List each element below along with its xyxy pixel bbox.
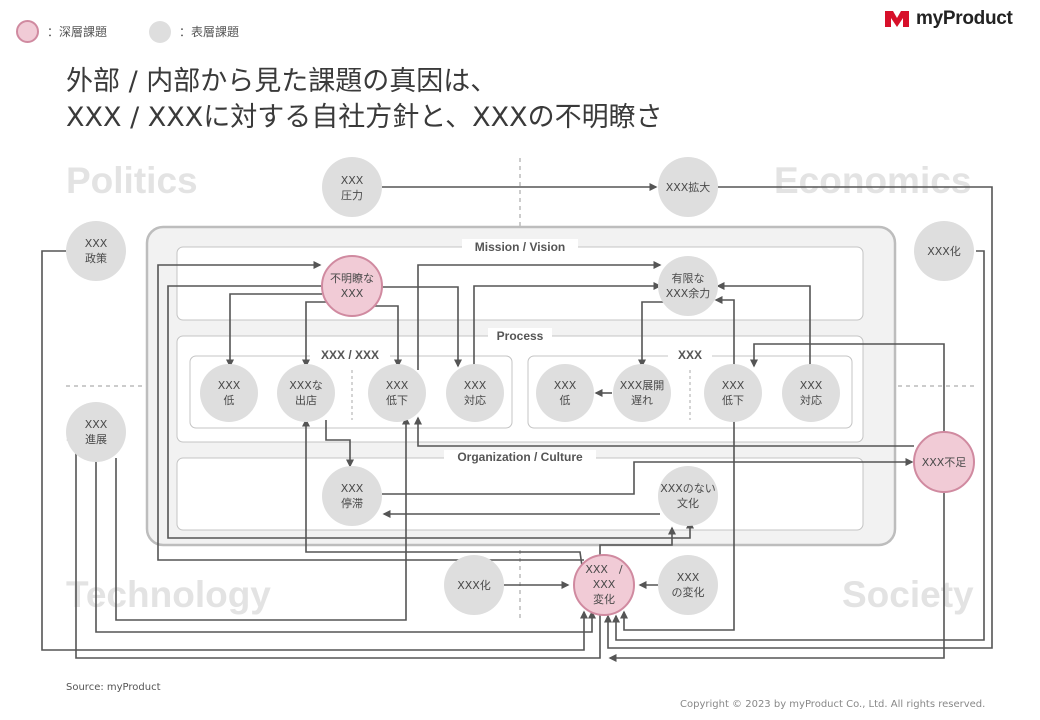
quadrant-politics: Politics — [66, 160, 198, 201]
node-low-1-line2: 低 — [224, 394, 235, 407]
node-change-center-line2: XXX — [593, 578, 616, 591]
node-respond-1-line2: 対応 — [464, 393, 486, 407]
node-ka-bottom-line1: XXX化 — [457, 578, 491, 592]
node-progress: XXX 進展 — [66, 402, 126, 462]
node-respond-2-line2: 対応 — [800, 393, 822, 407]
node-policy-line2: 政策 — [85, 251, 107, 265]
node-respond-2-line1: XXX — [800, 379, 823, 392]
node-delay-line2: 遅れ — [631, 394, 653, 407]
process-right-label: XXX — [678, 348, 702, 362]
node-expand-line1: XXX拡大 — [666, 180, 711, 194]
node-store: XXXな 出店 — [277, 364, 335, 422]
node-decline-1-line1: XXX — [386, 379, 409, 392]
node-pressure-line1: XXX — [341, 174, 364, 187]
node-change-center-line3: 変化 — [593, 592, 615, 606]
legend-deep-marker — [16, 20, 39, 43]
node-expand: XXX拡大 — [658, 157, 718, 217]
legend: ：深層課題 ：表層課題 — [16, 20, 239, 43]
legend-surface-marker — [149, 20, 172, 43]
node-decline-2-line1: XXX — [722, 379, 745, 392]
node-respond-1-line1: XXX — [464, 379, 487, 392]
node-no-culture: XXXのない 文化 — [658, 466, 718, 526]
node-delay-line1: XXX展開 — [620, 379, 665, 392]
mission-box-label: Mission / Vision — [475, 240, 565, 254]
node-stagnation: XXX 停滞 — [322, 466, 382, 526]
node-change-right-line1: XXX — [677, 571, 700, 584]
node-respond-1: XXX 対応 — [446, 364, 504, 422]
node-decline-1: XXX 低下 — [368, 364, 426, 422]
node-policy: XXX 政策 — [66, 221, 126, 281]
node-no-culture-line2: 文化 — [677, 496, 699, 510]
logo: myProduct — [884, 8, 1013, 30]
node-change-right-line2: の変化 — [672, 585, 705, 599]
node-limited-line2: XXX余力 — [666, 286, 711, 300]
node-change-center: XXX / XXX 変化 — [573, 554, 635, 616]
source-note: Source: myProduct — [66, 682, 161, 693]
culture-box-label: Organization / Culture — [457, 450, 583, 464]
node-stagnation-line1: XXX — [341, 482, 364, 495]
node-store-line1: XXXな — [289, 379, 323, 392]
node-unclear-line2: XXX — [341, 287, 364, 300]
node-unclear: 不明瞭な XXX — [321, 255, 383, 317]
process-box-label: Process — [497, 329, 544, 343]
title-line-1: 外部 / 内部から見た課題の真因は、 — [66, 66, 498, 97]
node-progress-line2: 進展 — [85, 433, 107, 446]
logo-mark-icon — [885, 11, 909, 27]
legend-surface-label: ：表層課題 — [179, 25, 240, 39]
legend-deep-label: ：深層課題 — [47, 25, 108, 39]
node-ka-right-line1: XXX化 — [927, 244, 961, 258]
node-pressure: XXX 圧力 — [322, 157, 382, 217]
node-decline-2: XXX 低下 — [704, 364, 762, 422]
node-store-line2: 出店 — [295, 393, 317, 407]
node-pressure-line2: 圧力 — [341, 189, 363, 202]
quadrant-economics: Economics — [774, 160, 972, 201]
node-limited: 有限な XXX余力 — [658, 256, 718, 316]
node-low-2-line1: XXX — [554, 379, 577, 392]
node-decline-1-line2: 低下 — [386, 394, 408, 407]
node-delay: XXX展開 遅れ — [613, 364, 671, 422]
copyright: Copyright © 2023 by myProduct Co., Ltd. … — [680, 699, 986, 710]
process-left-label: XXX / XXX — [321, 348, 379, 362]
node-change-center-line1: XXX / — [585, 563, 623, 576]
quadrant-technology: Technology — [66, 574, 271, 615]
title-line-2: XXX / XXXに対する自社方針と、XXXの不明瞭さ — [66, 102, 663, 133]
node-respond-2: XXX 対応 — [782, 364, 840, 422]
node-ka-bottom: XXX化 — [444, 555, 504, 615]
page-title: 外部 / 内部から見た課題の真因は、 XXX / XXXに対する自社方針と、XX… — [66, 64, 663, 136]
quadrant-society: Society — [842, 574, 974, 615]
mission-box — [176, 246, 864, 321]
node-low-1: XXX 低 — [200, 364, 258, 422]
node-decline-2-line2: 低下 — [722, 394, 744, 407]
node-ka-right: XXX化 — [914, 221, 974, 281]
node-no-culture-line1: XXXのない — [660, 482, 716, 495]
logo-text: myProduct — [916, 8, 1013, 29]
node-unclear-line1: 不明瞭な — [330, 272, 374, 285]
node-shortage-line1: XXX不足 — [922, 456, 967, 469]
node-progress-line1: XXX — [85, 418, 108, 431]
node-shortage: XXX不足 — [913, 431, 975, 493]
node-low-2-line2: 低 — [560, 394, 571, 407]
node-change-right: XXX の変化 — [658, 555, 718, 615]
node-policy-line1: XXX — [85, 237, 108, 250]
node-stagnation-line2: 停滞 — [341, 496, 363, 510]
node-low-2: XXX 低 — [536, 364, 594, 422]
node-low-1-line1: XXX — [218, 379, 241, 392]
node-limited-line1: 有限な — [672, 271, 705, 285]
